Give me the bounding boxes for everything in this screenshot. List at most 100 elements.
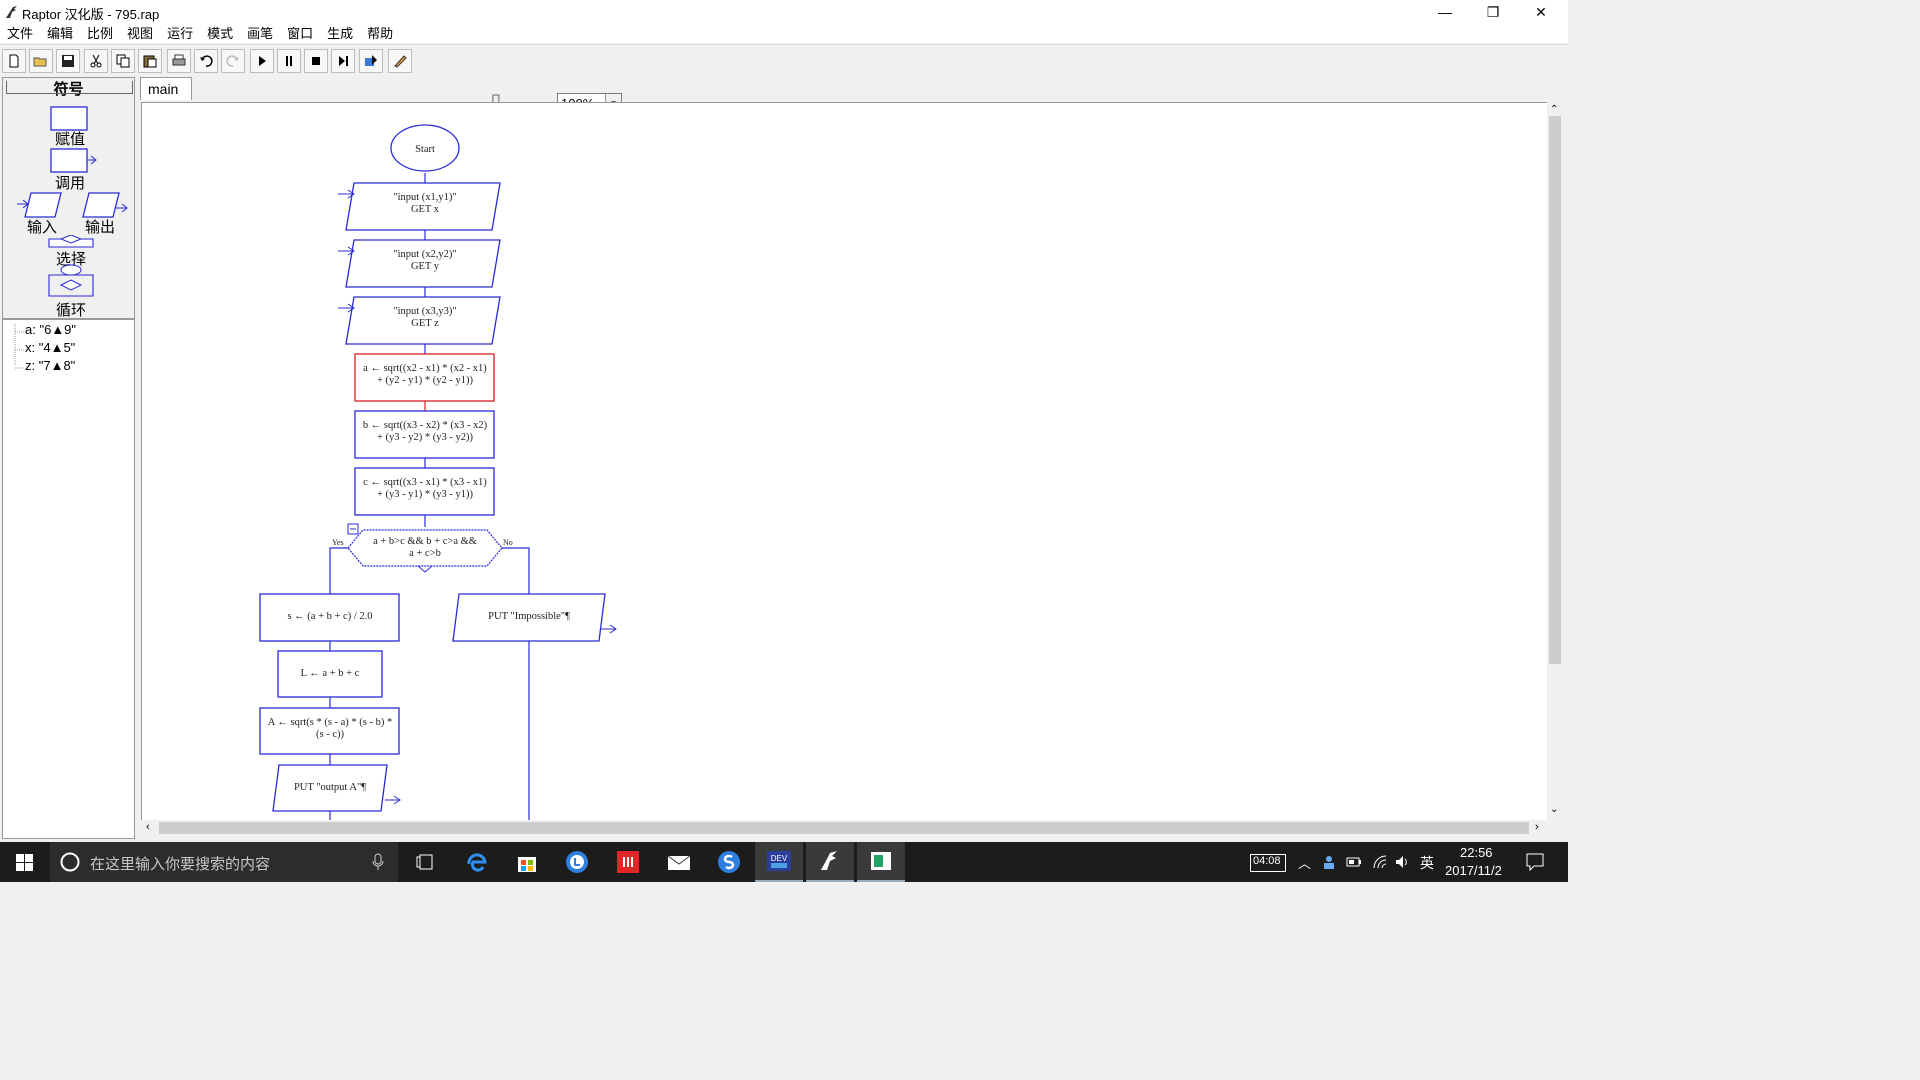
input-symbol-label: 输入 (27, 219, 58, 236)
taskbar: 在这里输入你要搜索的内容 DEV 04:08 ︿ 英 22:56 2017/11… (0, 842, 1568, 882)
vertical-scrollbar[interactable]: ⌃ ⌄ (1547, 102, 1563, 820)
input-symbol-icon[interactable] (17, 191, 65, 219)
variable-z[interactable]: z: "7▲8" (25, 358, 76, 373)
assignment-symbol-icon[interactable] (49, 106, 89, 132)
input-symbol-3[interactable]: "input (x3,y3)" GET z (338, 296, 501, 345)
horizontal-scrollbar[interactable]: ‹ › (141, 820, 1547, 836)
call-symbol-icon[interactable] (49, 148, 101, 174)
people-icon[interactable] (1322, 854, 1336, 870)
paste-button[interactable] (138, 49, 162, 73)
assignment-c-line1: c ← sqrt((x3 - x1) * (x3 - x1) (363, 477, 487, 488)
tree-lines (14, 324, 25, 369)
step-icon (339, 56, 348, 66)
tab-main-label: main (148, 81, 179, 97)
scroll-down-icon[interactable]: ⌄ (1550, 804, 1559, 815)
assignment-b-line2: + (y3 - y2) * (y3 - y2)) (377, 432, 474, 443)
input-method-indicator[interactable]: 英 (1420, 855, 1434, 871)
assignment-l[interactable]: L ← a + b + c (277, 650, 383, 698)
copy-button[interactable] (111, 49, 135, 73)
battery-timer[interactable]: 04:08 (1250, 854, 1286, 872)
assignment-a[interactable]: a ← sqrt((x2 - x1) * (x2 - x1) + (y2 - y… (354, 353, 495, 402)
variable-a[interactable]: a: "6▲9" (25, 322, 77, 337)
stop-button[interactable] (304, 49, 328, 73)
assignment-b[interactable]: b ← sqrt((x3 - x2) * (x3 - x2) + (y3 - y… (354, 410, 495, 459)
open-button[interactable] (29, 49, 53, 73)
run-button[interactable] (250, 49, 274, 73)
task-view-button[interactable] (402, 842, 450, 882)
step-into-button[interactable] (359, 49, 383, 73)
scroll-up-icon[interactable]: ⌃ (1550, 104, 1559, 115)
devcpp-icon: DEV (767, 851, 791, 871)
output-area[interactable]: PUT "output A"¶ (272, 764, 401, 812)
loop-symbol-icon[interactable] (47, 264, 95, 298)
tab-main[interactable]: main (140, 77, 192, 100)
menu-window[interactable]: 窗口 (287, 26, 314, 41)
cut-button[interactable] (84, 49, 108, 73)
stop-icon (312, 57, 320, 65)
scissors-icon (90, 54, 102, 68)
notification-icon[interactable] (1526, 853, 1544, 871)
menu-mode[interactable]: 模式 (207, 26, 234, 41)
taskbar-green-app[interactable] (857, 842, 905, 882)
minimize-icon: — (1438, 4, 1452, 20)
pause-button[interactable] (277, 49, 301, 73)
clock-date[interactable]: 2017/11/2 (1445, 863, 1502, 878)
menu-scale[interactable]: 比例 (87, 26, 114, 41)
decision-line2: a + c>b (409, 548, 441, 559)
pen-button[interactable] (388, 49, 412, 73)
taskbar-devcpp[interactable]: DEV (755, 842, 803, 882)
scroll-right-icon[interactable]: › (1535, 821, 1539, 833)
minimize-button[interactable]: — (1422, 0, 1468, 24)
menu-view[interactable]: 视图 (127, 26, 154, 41)
assignment-area-line1: A ← sqrt(s * (s - a) * (s - b) * (268, 717, 393, 728)
taskbar-store[interactable] (503, 842, 551, 882)
input-symbol-1[interactable]: "input (x1,y1)" GET x (338, 182, 501, 247)
taskbar-blue-app[interactable] (553, 842, 601, 882)
flowchart-canvas[interactable]: Start "input (x1,y1)" GET x "input (x2,y… (141, 102, 1548, 821)
taskbar-red-app[interactable] (604, 842, 652, 882)
chevron-up-icon[interactable]: ︿ (1298, 856, 1312, 871)
selection-symbol-icon[interactable] (47, 235, 95, 251)
windows-start-icon[interactable] (16, 854, 33, 871)
taskbar-sogou[interactable] (705, 842, 753, 882)
volume-icon[interactable] (1394, 854, 1410, 870)
taskbar-raptor[interactable] (806, 842, 854, 882)
menu-help[interactable]: 帮助 (367, 26, 394, 41)
selection-decision[interactable]: a + b>c && b + c>a && a + c>b Yes No (332, 523, 513, 573)
assignment-b-line1: b ← sqrt((x3 - x2) * (x3 - x2) (363, 420, 488, 431)
input-symbol-2[interactable]: "input (x2,y2)" GET y (338, 239, 501, 288)
close-icon: ✕ (1535, 3, 1547, 20)
task-view-icon (416, 854, 433, 870)
menu-edit[interactable]: 编辑 (47, 26, 74, 41)
menu-generate[interactable]: 生成 (327, 26, 354, 41)
assignment-area[interactable]: A ← sqrt(s * (s - a) * (s - b) * (s - c)… (259, 707, 400, 755)
new-file-button[interactable] (2, 49, 26, 73)
wifi-icon[interactable] (1372, 854, 1388, 870)
menu-run[interactable]: 运行 (167, 26, 194, 41)
print-button[interactable] (167, 49, 191, 73)
assignment-c[interactable]: c ← sqrt((x3 - x1) * (x3 - x1) + (y3 - y… (354, 467, 495, 516)
variable-x[interactable]: x: "4▲5" (25, 340, 76, 355)
battery-icon[interactable] (1346, 856, 1362, 868)
start-terminal[interactable]: Start (390, 124, 460, 172)
taskbar-edge[interactable] (453, 842, 501, 882)
horizontal-scroll-thumb[interactable] (159, 822, 1529, 834)
step-button[interactable] (331, 49, 355, 73)
menu-pen[interactable]: 画笔 (247, 26, 274, 41)
maximize-button[interactable]: ❐ (1470, 0, 1516, 24)
microphone-icon[interactable] (372, 853, 384, 871)
save-button[interactable] (56, 49, 80, 73)
clock-time[interactable]: 22:56 (1460, 845, 1493, 860)
menu-file[interactable]: 文件 (7, 26, 34, 41)
close-button[interactable]: ✕ (1518, 0, 1564, 24)
undo-button[interactable] (194, 49, 218, 73)
output-impossible[interactable]: PUT "Impossible"¶ (452, 593, 617, 642)
taskbar-mail[interactable] (655, 842, 703, 882)
vertical-scroll-thumb[interactable] (1549, 116, 1561, 664)
redo-button[interactable] (221, 49, 245, 73)
scroll-left-icon[interactable]: ‹ (146, 821, 150, 833)
taskbar-search[interactable]: 在这里输入你要搜索的内容 (50, 842, 398, 882)
assignment-s[interactable]: s ← (a + b + c) / 2.0 (259, 593, 400, 642)
output-symbol-icon[interactable] (81, 191, 129, 219)
mail-icon (667, 855, 691, 870)
